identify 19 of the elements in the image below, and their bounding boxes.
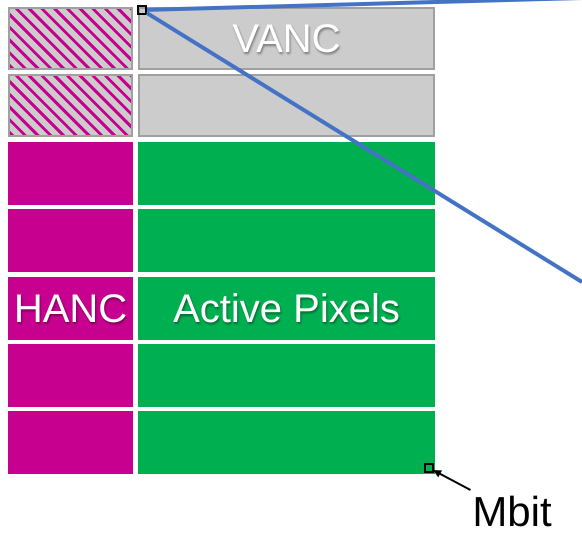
mbit-label: Mbit <box>462 490 562 534</box>
grid-cell <box>8 209 133 272</box>
grid-cell <box>138 344 435 407</box>
cell-label-box: VANC <box>138 7 435 70</box>
grid-cell <box>138 209 435 272</box>
hatched-cell <box>8 74 133 137</box>
cell-label-box: HANC <box>8 277 133 340</box>
arrow <box>433 470 471 491</box>
grid-cell <box>138 411 435 474</box>
grid-cell <box>138 142 435 205</box>
grid-cell <box>8 142 133 205</box>
marker-square <box>424 463 434 473</box>
grid-cell <box>8 411 133 474</box>
zoom-line <box>146 11 582 284</box>
marker-square <box>137 5 147 15</box>
cell-label-box: Active Pixels <box>138 277 435 340</box>
hatched-cell <box>8 7 133 70</box>
grid-cell <box>8 344 133 407</box>
grid-cell <box>138 74 435 137</box>
